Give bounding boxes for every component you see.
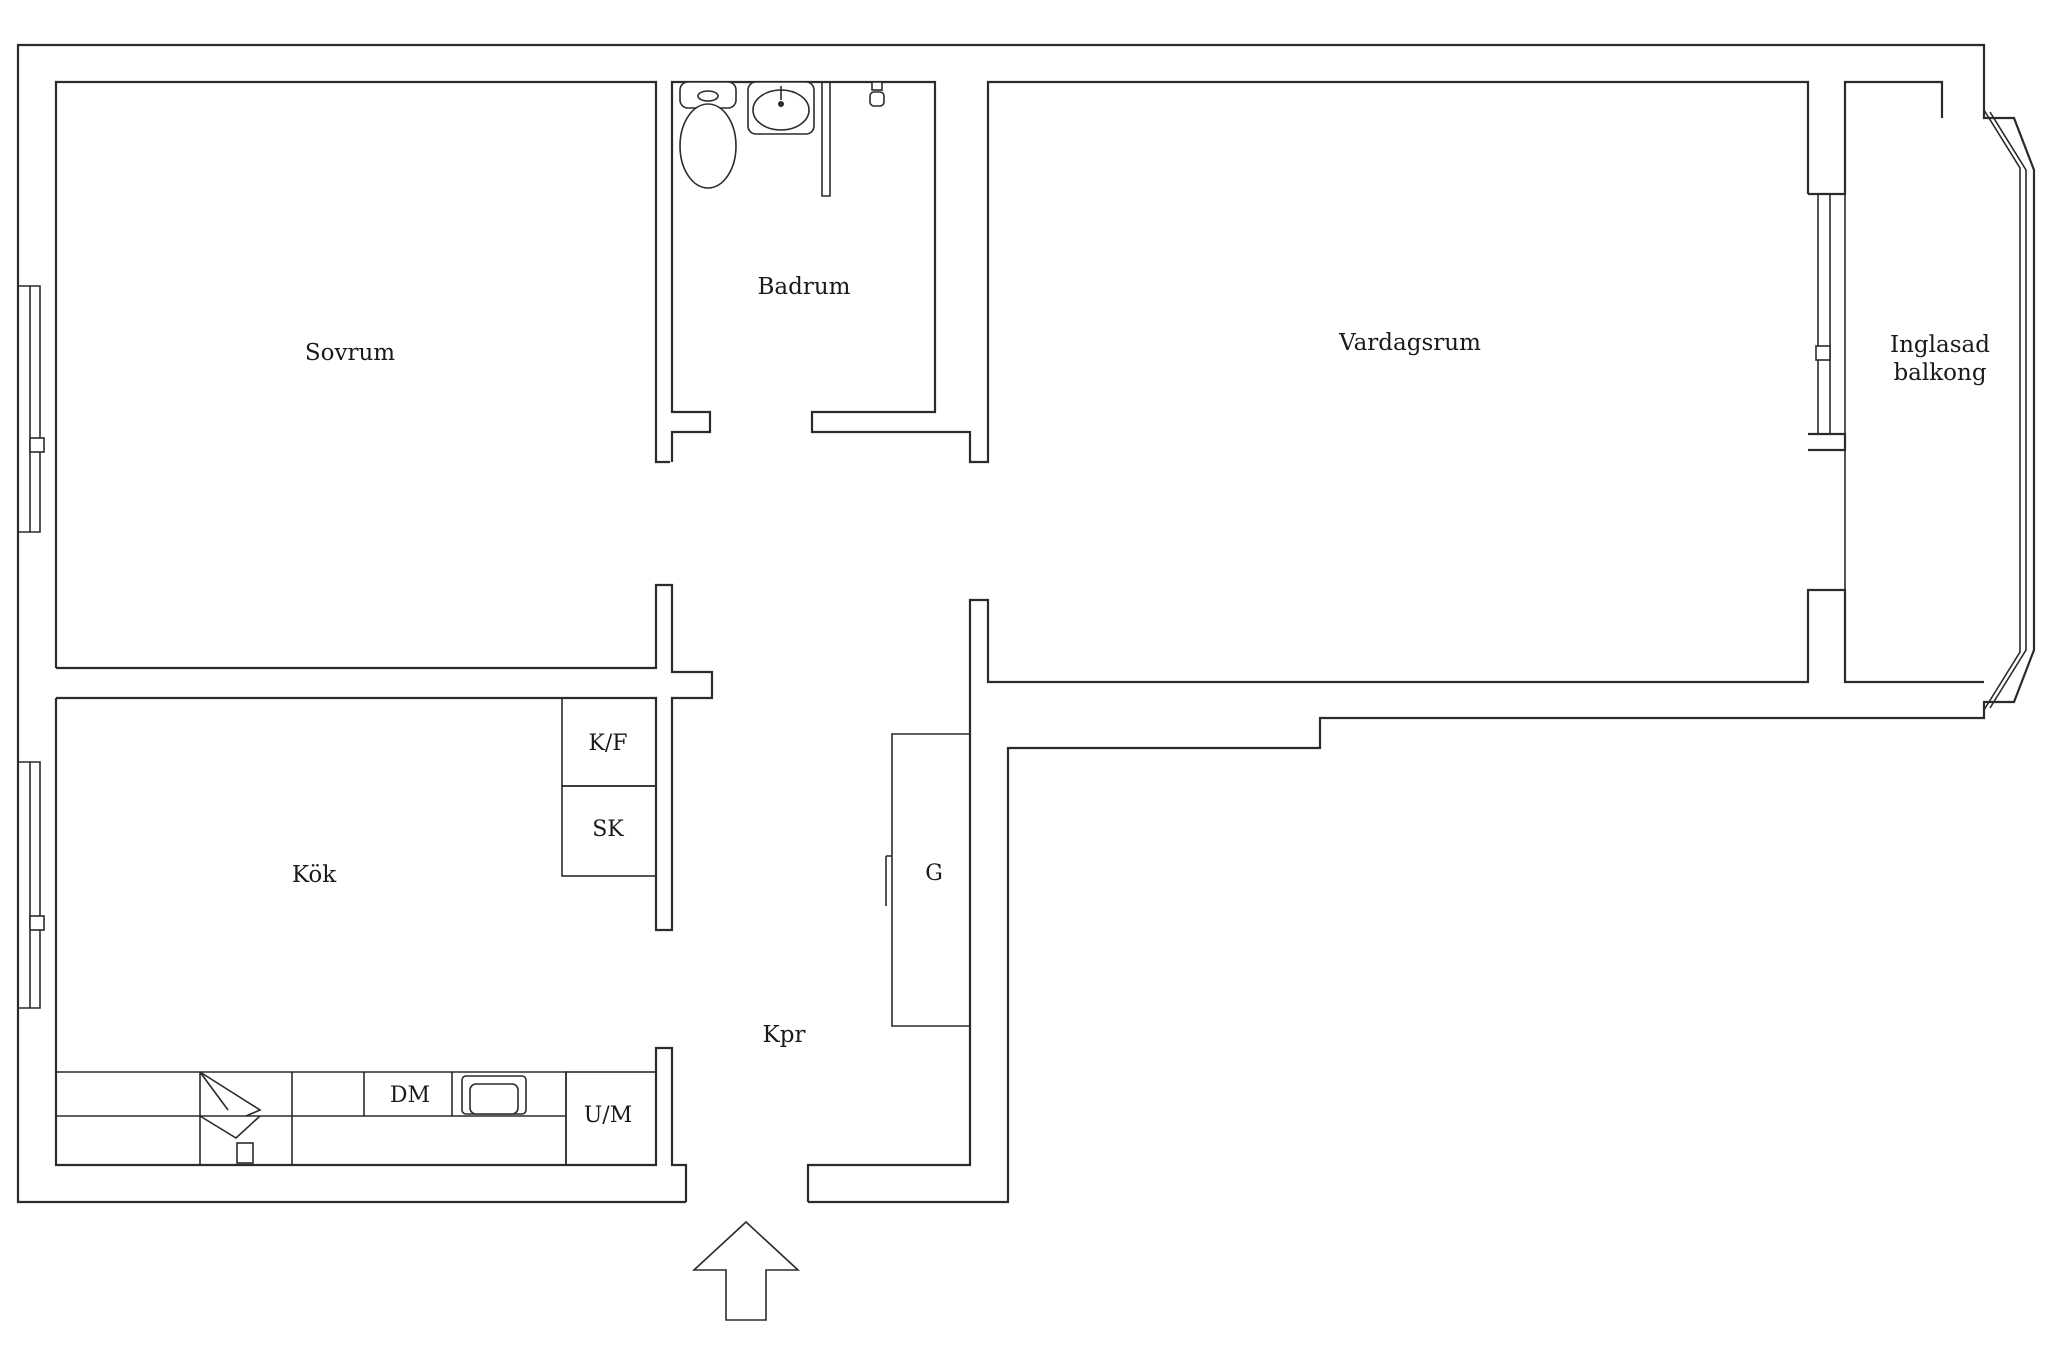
outer-walls	[16, 43, 2036, 1204]
wardrobe	[885, 733, 970, 1027]
room-label-badrum: Badrum	[758, 274, 851, 300]
shower-divider	[821, 82, 831, 197]
sovrum-bottom-wall	[56, 583, 714, 932]
room-label-sovrum: Sovrum	[305, 340, 395, 366]
hall-right-wall	[806, 588, 1984, 1202]
window-vardagsrum-handle	[1815, 345, 1831, 361]
room-label-kpr: Kpr	[763, 1022, 806, 1048]
room-label-balkong-line2: balkong	[1893, 360, 1986, 386]
room-label-balkong-line1: Inglasad	[1890, 332, 1990, 358]
toilet-icon	[679, 81, 737, 189]
outer-wall-inner-left	[54, 80, 670, 668]
shower-icon	[869, 81, 885, 107]
badrum-left-wall	[670, 80, 1810, 464]
room-label-vardagsrum: Vardagsrum	[1338, 330, 1481, 356]
kok-left-wall	[54, 698, 688, 1202]
balkong-doorway	[1808, 432, 1847, 452]
um-cabinet	[565, 1071, 657, 1166]
outer-wall-outline	[16, 43, 2036, 1204]
sink-icon	[747, 81, 815, 135]
kitchen-sink-icon	[461, 1075, 527, 1115]
fixture-label-dm: DM	[390, 1083, 430, 1108]
fixture-label-sk: SK	[592, 817, 624, 842]
window-kok	[18, 761, 41, 1009]
kitchen-cabinets	[56, 697, 657, 1166]
window-kok-handle	[29, 915, 45, 931]
vardagsrum-right-wall	[1808, 80, 1944, 196]
entrance-arrow-icon	[691, 1220, 801, 1321]
window-vardagsrum	[1808, 193, 1831, 435]
badrum-walls	[670, 80, 1944, 682]
windows	[18, 109, 2027, 1009]
fixture-label-g: G	[925, 861, 943, 886]
fixture-label-kf: K/F	[588, 731, 627, 756]
window-sovrum-handle	[29, 437, 45, 453]
stove-icon	[199, 1071, 262, 1164]
window-sovrum	[18, 285, 41, 533]
room-label-kok: Kök	[292, 862, 337, 888]
window-balkong-bay	[1983, 109, 2027, 711]
sk-cabinet	[561, 785, 657, 877]
fixture-label-um: U/M	[584, 1103, 632, 1128]
